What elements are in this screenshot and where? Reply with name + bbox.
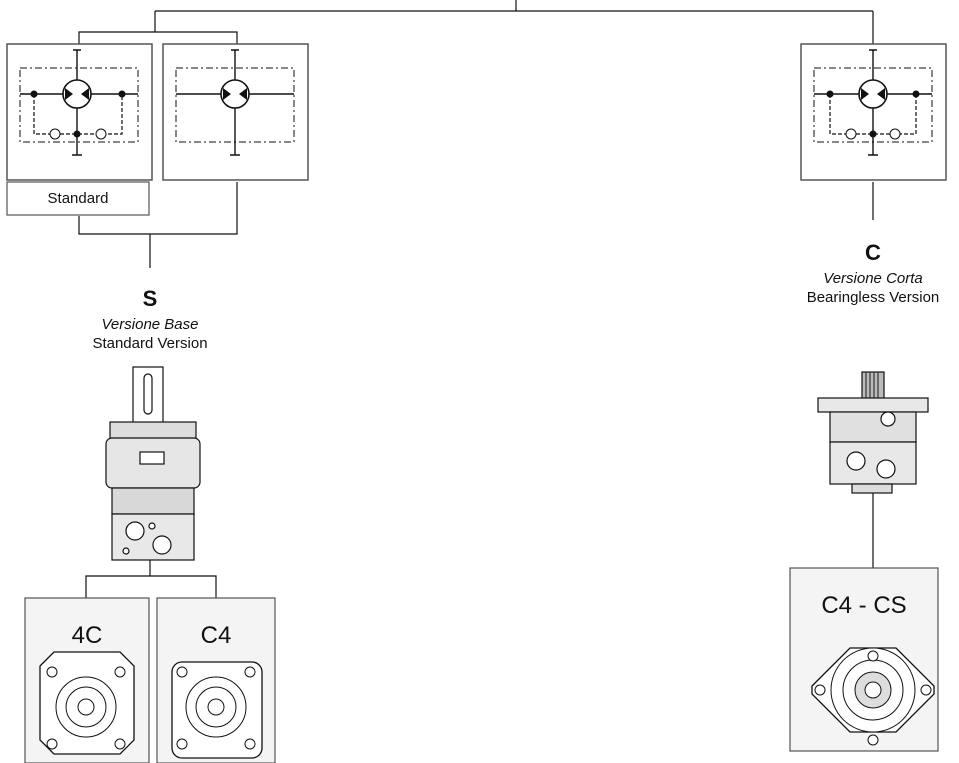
mount-label-c4: C4 [200,622,232,649]
schematic-box-standard [6,43,153,181]
short-name-it: Versione Corta [823,270,923,287]
standard-label-box [6,181,150,216]
short-code: C [865,240,881,265]
mount-panel-c4 [156,597,276,763]
mount-panel-4c [24,597,150,763]
mount-panel-c4-cs [789,567,939,752]
standard-name-it: Versione Base [101,316,199,333]
mount-label-c4-cs: C4 - CS [821,592,907,619]
standard-motor-image [105,366,201,561]
standard-option-label: Standard [47,190,109,207]
schematic-box-plain [162,43,309,181]
short-name-en: Bearingless Version [806,289,940,306]
standard-name-en: Standard Version [92,335,208,352]
mount-label-4c: 4C [71,622,103,649]
short-motor-image [817,371,929,494]
schematic-box-short [800,43,947,181]
standard-code: S [142,286,158,311]
connector-lines [78,0,874,598]
